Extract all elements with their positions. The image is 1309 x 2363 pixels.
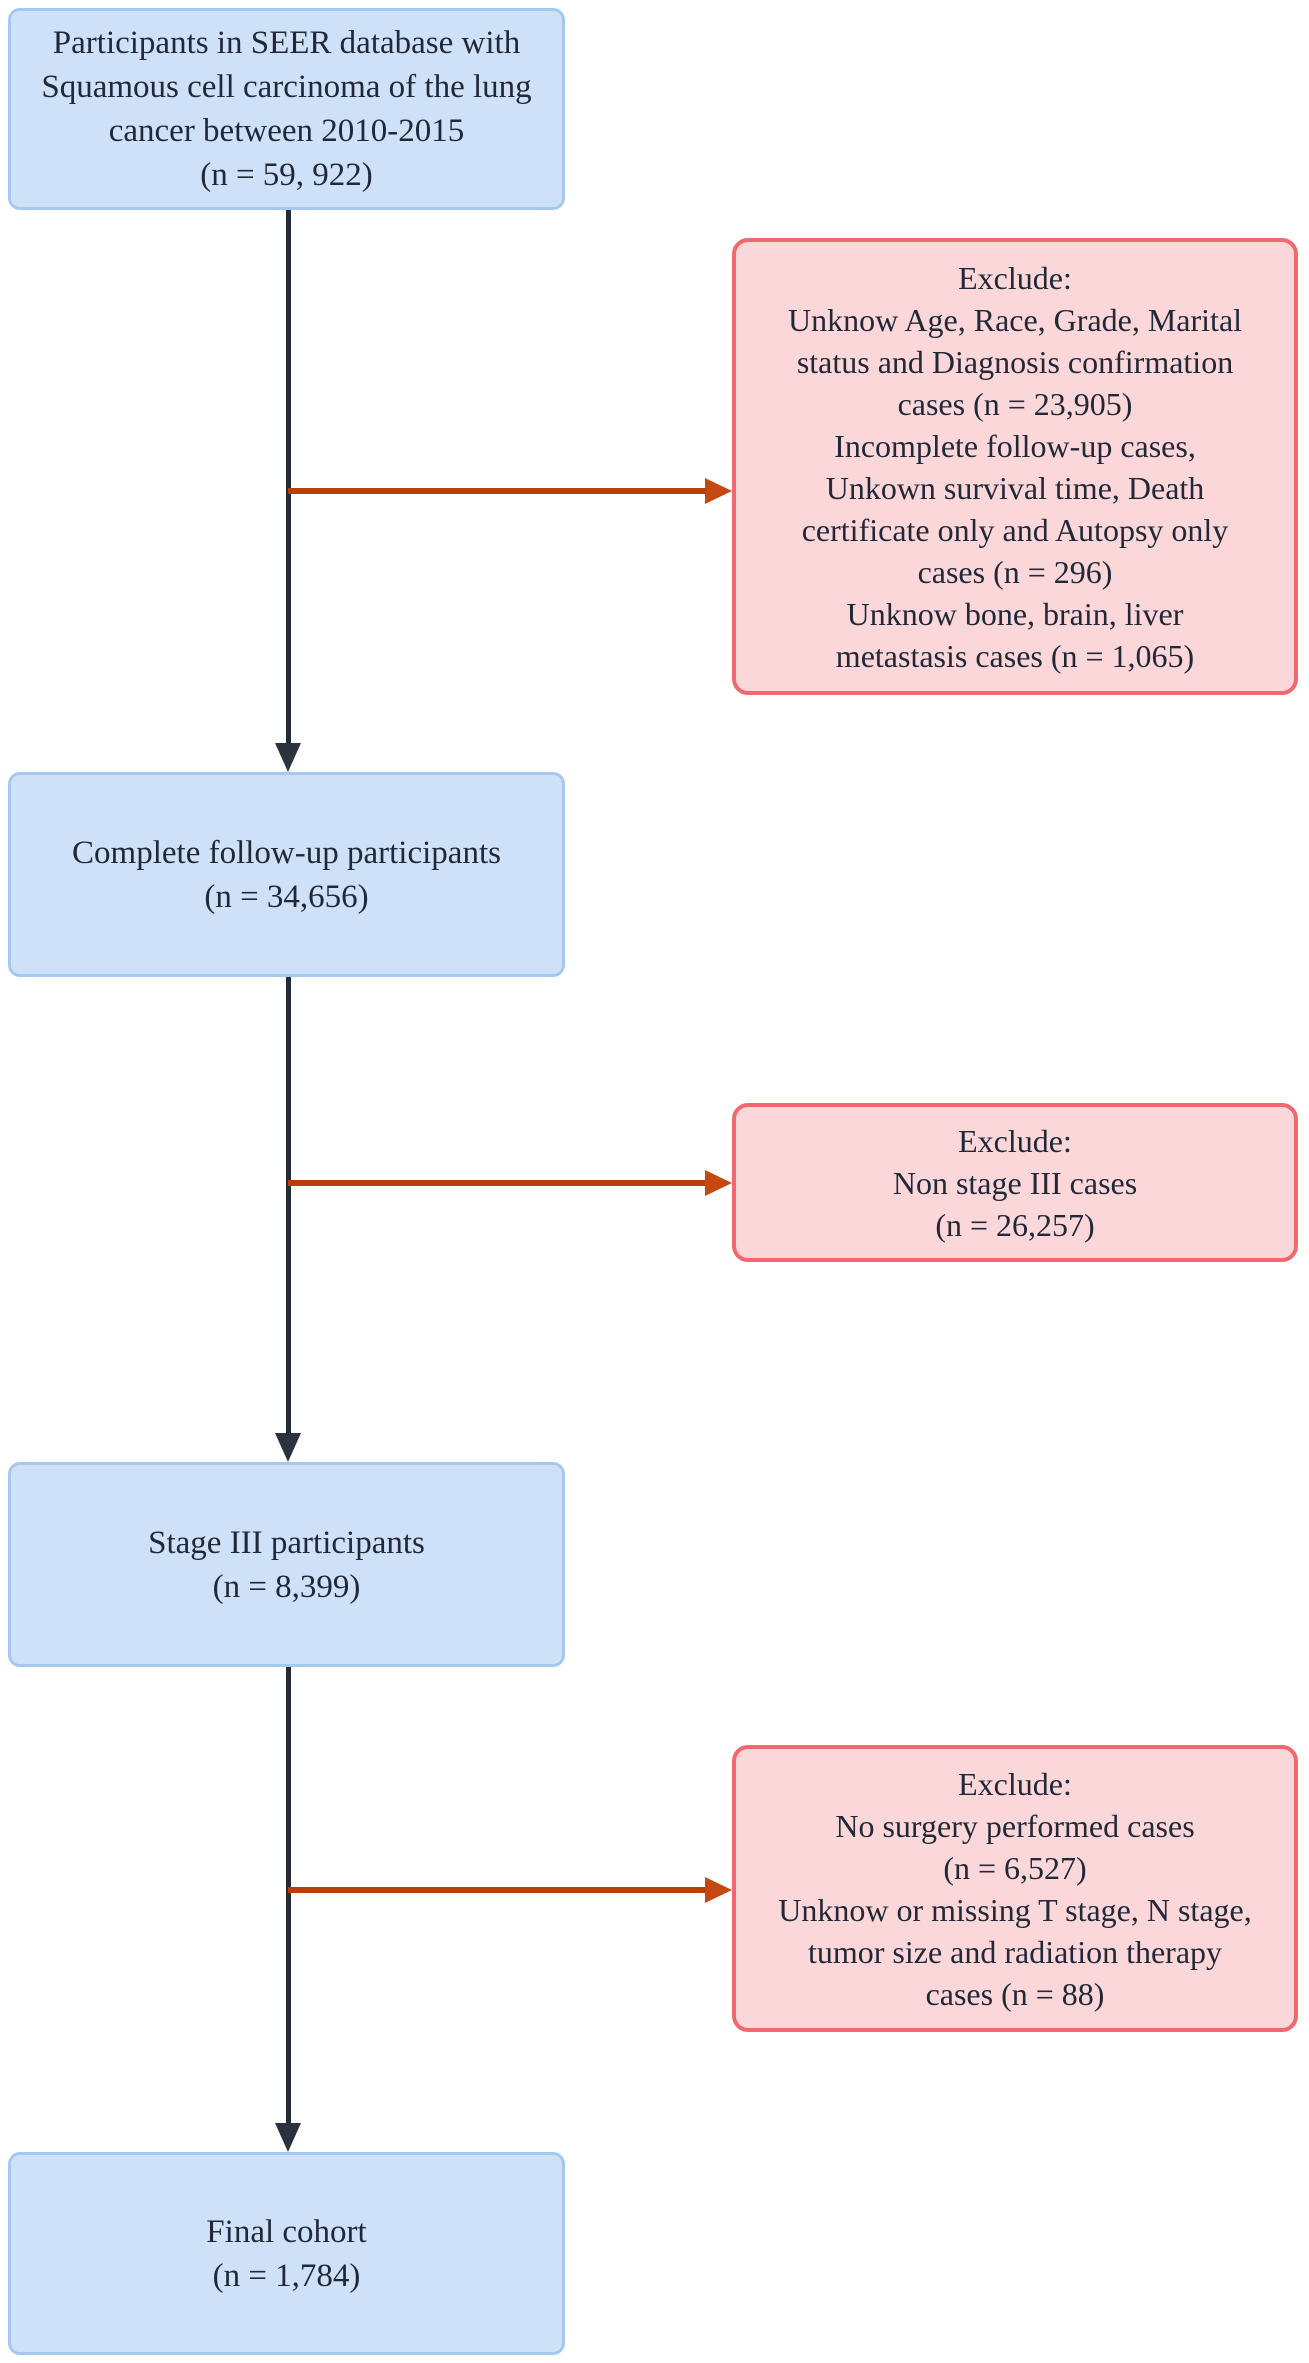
node-text-line: Unknow or missing T stage, N stage, [778, 1891, 1252, 1928]
flow-node-exclude-surgery-staging: Exclude: No surgery performed cases (n =… [732, 1745, 1298, 2032]
node-text-line: (n = 1,784) [212, 2257, 361, 2294]
node-text-line: Unknow bone, brain, liver [846, 595, 1184, 632]
flow-node-stage3-participants: Stage III participants (n = 8,399) [8, 1462, 565, 1667]
node-text-line: Non stage III cases [892, 1164, 1138, 1201]
node-text-line: certificate only and Autopsy only [801, 511, 1229, 548]
flow-node-exclude-nonstage3: Exclude: Non stage III cases (n = 26,257… [732, 1103, 1298, 1262]
node-text-line: (n = 8,399) [212, 1568, 361, 1605]
flow-node-complete-followup: Complete follow-up participants (n = 34,… [8, 772, 565, 977]
node-text-line: Unknow Age, Race, Grade, Marital [787, 301, 1243, 338]
node-text-line: (n = 34,656) [204, 878, 369, 915]
node-text-line: status and Diagnosis confirmation [796, 343, 1234, 380]
flow-node-final-cohort: Final cohort (n = 1,784) [8, 2152, 565, 2355]
exclude-arrowhead-icon-1 [705, 478, 732, 504]
node-text-line: Participants in SEER database with [52, 25, 521, 61]
node-text-line: Incomplete follow-up cases, [834, 427, 1196, 464]
node-text-line: (n = 6,527) [943, 1849, 1087, 1886]
node-text-line: No surgery performed cases [835, 1807, 1195, 1844]
down-arrow-shaft-1 [286, 210, 291, 743]
node-text-line: Squamous cell carcinoma of the lung [41, 69, 532, 105]
exclude-arrow-shaft-2 [288, 1180, 705, 1186]
node-text-line: (n = 26,257) [935, 1206, 1095, 1243]
node-text-line: Exclude: [958, 1122, 1072, 1159]
exclude-arrowhead-icon-3 [705, 1877, 732, 1903]
exclude-arrowhead-icon-2 [705, 1170, 732, 1196]
exclude-arrow-shaft-3 [288, 1887, 705, 1893]
node-text-line: Exclude: [958, 259, 1072, 296]
node-text-line: tumor size and radiation therapy [807, 1933, 1223, 1970]
node-text-line: Stage III participants [148, 1524, 425, 1561]
down-arrow-shaft-3 [286, 1667, 291, 2123]
node-text-line: cancer between 2010-2015 [108, 113, 465, 149]
flow-node-seer-participants: Participants in SEER database with Squam… [8, 8, 565, 210]
down-arrowhead-icon-3 [275, 2123, 301, 2152]
node-text-line: cases (n = 23,905) [897, 385, 1133, 422]
node-text-line: metastasis cases (n = 1,065) [835, 637, 1195, 674]
node-text-line: Unkown survival time, Death [825, 469, 1205, 506]
down-arrowhead-icon-2 [275, 1433, 301, 1462]
exclude-arrow-shaft-1 [288, 488, 705, 494]
node-text-line: Exclude: [958, 1765, 1072, 1802]
node-text-line: cases (n = 296) [917, 553, 1113, 590]
node-text-line: Complete follow-up participants [72, 834, 501, 871]
flow-node-exclude-demographics: Exclude: Unknow Age, Race, Grade, Marita… [732, 238, 1298, 695]
down-arrow-shaft-2 [286, 977, 291, 1433]
node-text-line: (n = 59, 922) [200, 157, 373, 193]
node-text-line: cases (n = 88) [925, 1975, 1105, 2012]
down-arrowhead-icon-1 [275, 743, 301, 772]
node-text-line: Final cohort [206, 2213, 367, 2250]
